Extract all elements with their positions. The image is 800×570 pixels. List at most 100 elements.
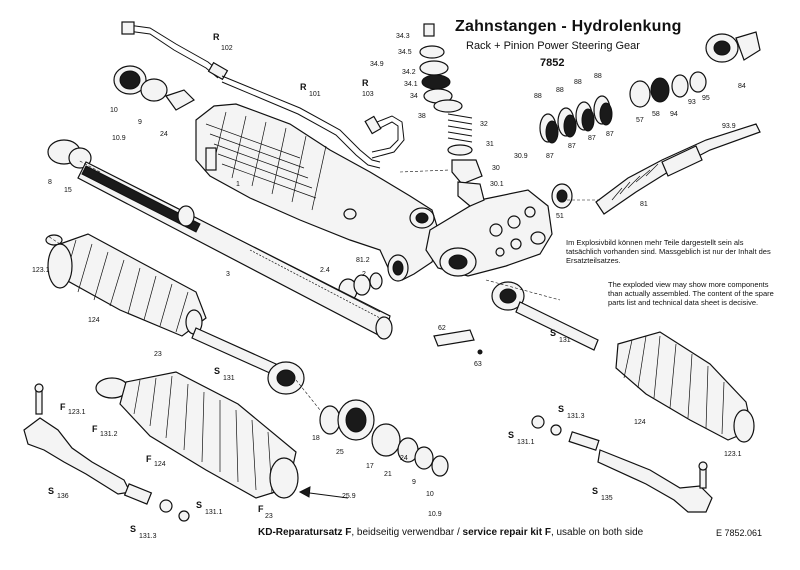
- part-number-label: 102: [221, 45, 233, 52]
- note-german: Im Explosivbild können mehr Teile darges…: [566, 238, 771, 265]
- right-bellows-boot: [615, 331, 755, 443]
- part-number-label: 123.1: [68, 409, 86, 416]
- page-subtitle: Rack + Pinion Power Steering Gear: [466, 40, 640, 52]
- part-number-label: 131: [223, 375, 235, 382]
- part-number-label: 88: [556, 87, 564, 94]
- part-number-label: 17: [366, 463, 374, 470]
- part-number-label: 10: [426, 491, 434, 498]
- part-number-label: 9: [138, 119, 142, 126]
- part-number-label: 123.1: [724, 451, 742, 458]
- part-number-label: 81: [640, 201, 648, 208]
- pinion-valve-parts: [419, 23, 485, 207]
- part-number-label: 84: [738, 83, 746, 90]
- part-number-label: 88: [574, 79, 582, 86]
- part-number-label: 25: [336, 449, 344, 456]
- shim-plate: [433, 329, 483, 355]
- part-number-label: 31: [486, 141, 494, 148]
- right-inner-tie-rod: [491, 281, 599, 351]
- part-number-label: 34.3: [396, 33, 410, 40]
- part-number-label: 34.2: [402, 69, 416, 76]
- pinion-shaft: [551, 31, 761, 215]
- return-pipe-r103: [364, 115, 405, 159]
- part-number-label: 34.5: [398, 49, 412, 56]
- part-number-label: 131.1: [517, 439, 535, 446]
- part-number-label: S: [508, 430, 514, 440]
- pressure-pipe-r102: [121, 21, 229, 81]
- part-number-label: 24: [160, 131, 168, 138]
- part-number-label: 58: [652, 111, 660, 118]
- part-number-label: R: [300, 82, 307, 92]
- part-number-label: 88: [534, 93, 542, 100]
- left-inner-tie-rod: [191, 327, 305, 395]
- part-number-label: 15: [64, 187, 72, 194]
- part-number-label: F: [92, 424, 98, 434]
- part-number-label: 87: [606, 131, 614, 138]
- part-number-label: F: [60, 402, 66, 412]
- part-number-label: 10.9: [112, 135, 126, 142]
- part-number-label: 131.3: [139, 533, 157, 540]
- part-number-label: 51: [556, 213, 564, 220]
- part-number-label: 124: [154, 461, 166, 468]
- part-number-label: 131.1: [205, 509, 223, 516]
- part-number-label: 62: [438, 325, 446, 332]
- part-number-label: 135: [601, 495, 613, 502]
- part-labels: R 102 R 101 R 103 34.3 34.5 34.9 34.2 34…: [32, 32, 746, 540]
- part-number-label: 131: [559, 337, 571, 344]
- part-number-label: 136: [57, 493, 69, 500]
- part-number-label: 10: [110, 107, 118, 114]
- valve-housing: [425, 189, 553, 277]
- part-number-label: 131.2: [100, 431, 118, 438]
- part-number-label: 9: [412, 479, 416, 486]
- part-number-label: 21: [384, 471, 392, 478]
- part-number-label: S: [558, 404, 564, 414]
- part-number-label: 30.9: [514, 153, 528, 160]
- left-tie-rod-end: [23, 383, 190, 522]
- part-number-label: R: [362, 78, 369, 88]
- steering-rack: [77, 161, 393, 340]
- part-number-label: 88: [594, 73, 602, 80]
- part-number-label: 30.1: [490, 181, 504, 188]
- left-lower-bellows-boot: [95, 371, 299, 499]
- part-number-label: 57: [636, 117, 644, 124]
- part-number-label: S: [130, 524, 136, 534]
- part-number-label: 8: [48, 179, 52, 186]
- part-number-label: 124: [88, 317, 100, 324]
- part-number-label: 10.9: [428, 511, 442, 518]
- part-number-label: 34: [410, 93, 418, 100]
- page-title: Zahnstangen - Hydrolenkung: [455, 18, 682, 35]
- part-number-label: 87: [588, 135, 596, 142]
- left-bellows-boot: [45, 233, 207, 337]
- part-number-label: 3: [226, 271, 230, 278]
- diagram-code: 7852: [540, 57, 565, 69]
- left-end-seals: [47, 65, 195, 169]
- lower-middle-seals: [319, 399, 449, 477]
- part-number-label: 123.1: [32, 267, 50, 274]
- part-number-label: F: [146, 454, 152, 464]
- part-number-label: 87: [568, 143, 576, 150]
- part-number-label: 81.2: [356, 257, 370, 264]
- part-number-label: S: [550, 328, 556, 338]
- right-tie-rod-end: [531, 415, 713, 513]
- part-number-label: S: [48, 486, 54, 496]
- part-number-label: 30: [492, 165, 500, 172]
- housing-seals: [338, 254, 409, 302]
- note-english: The exploded view may show more componen…: [608, 280, 774, 307]
- pressure-pipe-r101: [221, 75, 381, 169]
- part-number-label: 124: [634, 419, 646, 426]
- part-number-label: 23: [265, 513, 273, 520]
- part-number-label: 93: [688, 99, 696, 106]
- part-number-label: 63: [474, 361, 482, 368]
- part-number-label: 18: [312, 435, 320, 442]
- steering-gear-housing: [195, 103, 441, 281]
- part-number-label: S: [196, 500, 202, 510]
- pinion-seal-rings: [539, 71, 707, 144]
- part-number-label: F: [258, 504, 264, 514]
- part-number-label: 1: [236, 181, 240, 188]
- leader-lines: [47, 159, 600, 499]
- part-number-label: 23: [154, 351, 162, 358]
- part-number-label: 25.9: [342, 493, 356, 500]
- part-number-label: 131.3: [567, 413, 585, 420]
- part-number-label: S: [214, 366, 220, 376]
- part-number-label: 38: [418, 113, 426, 120]
